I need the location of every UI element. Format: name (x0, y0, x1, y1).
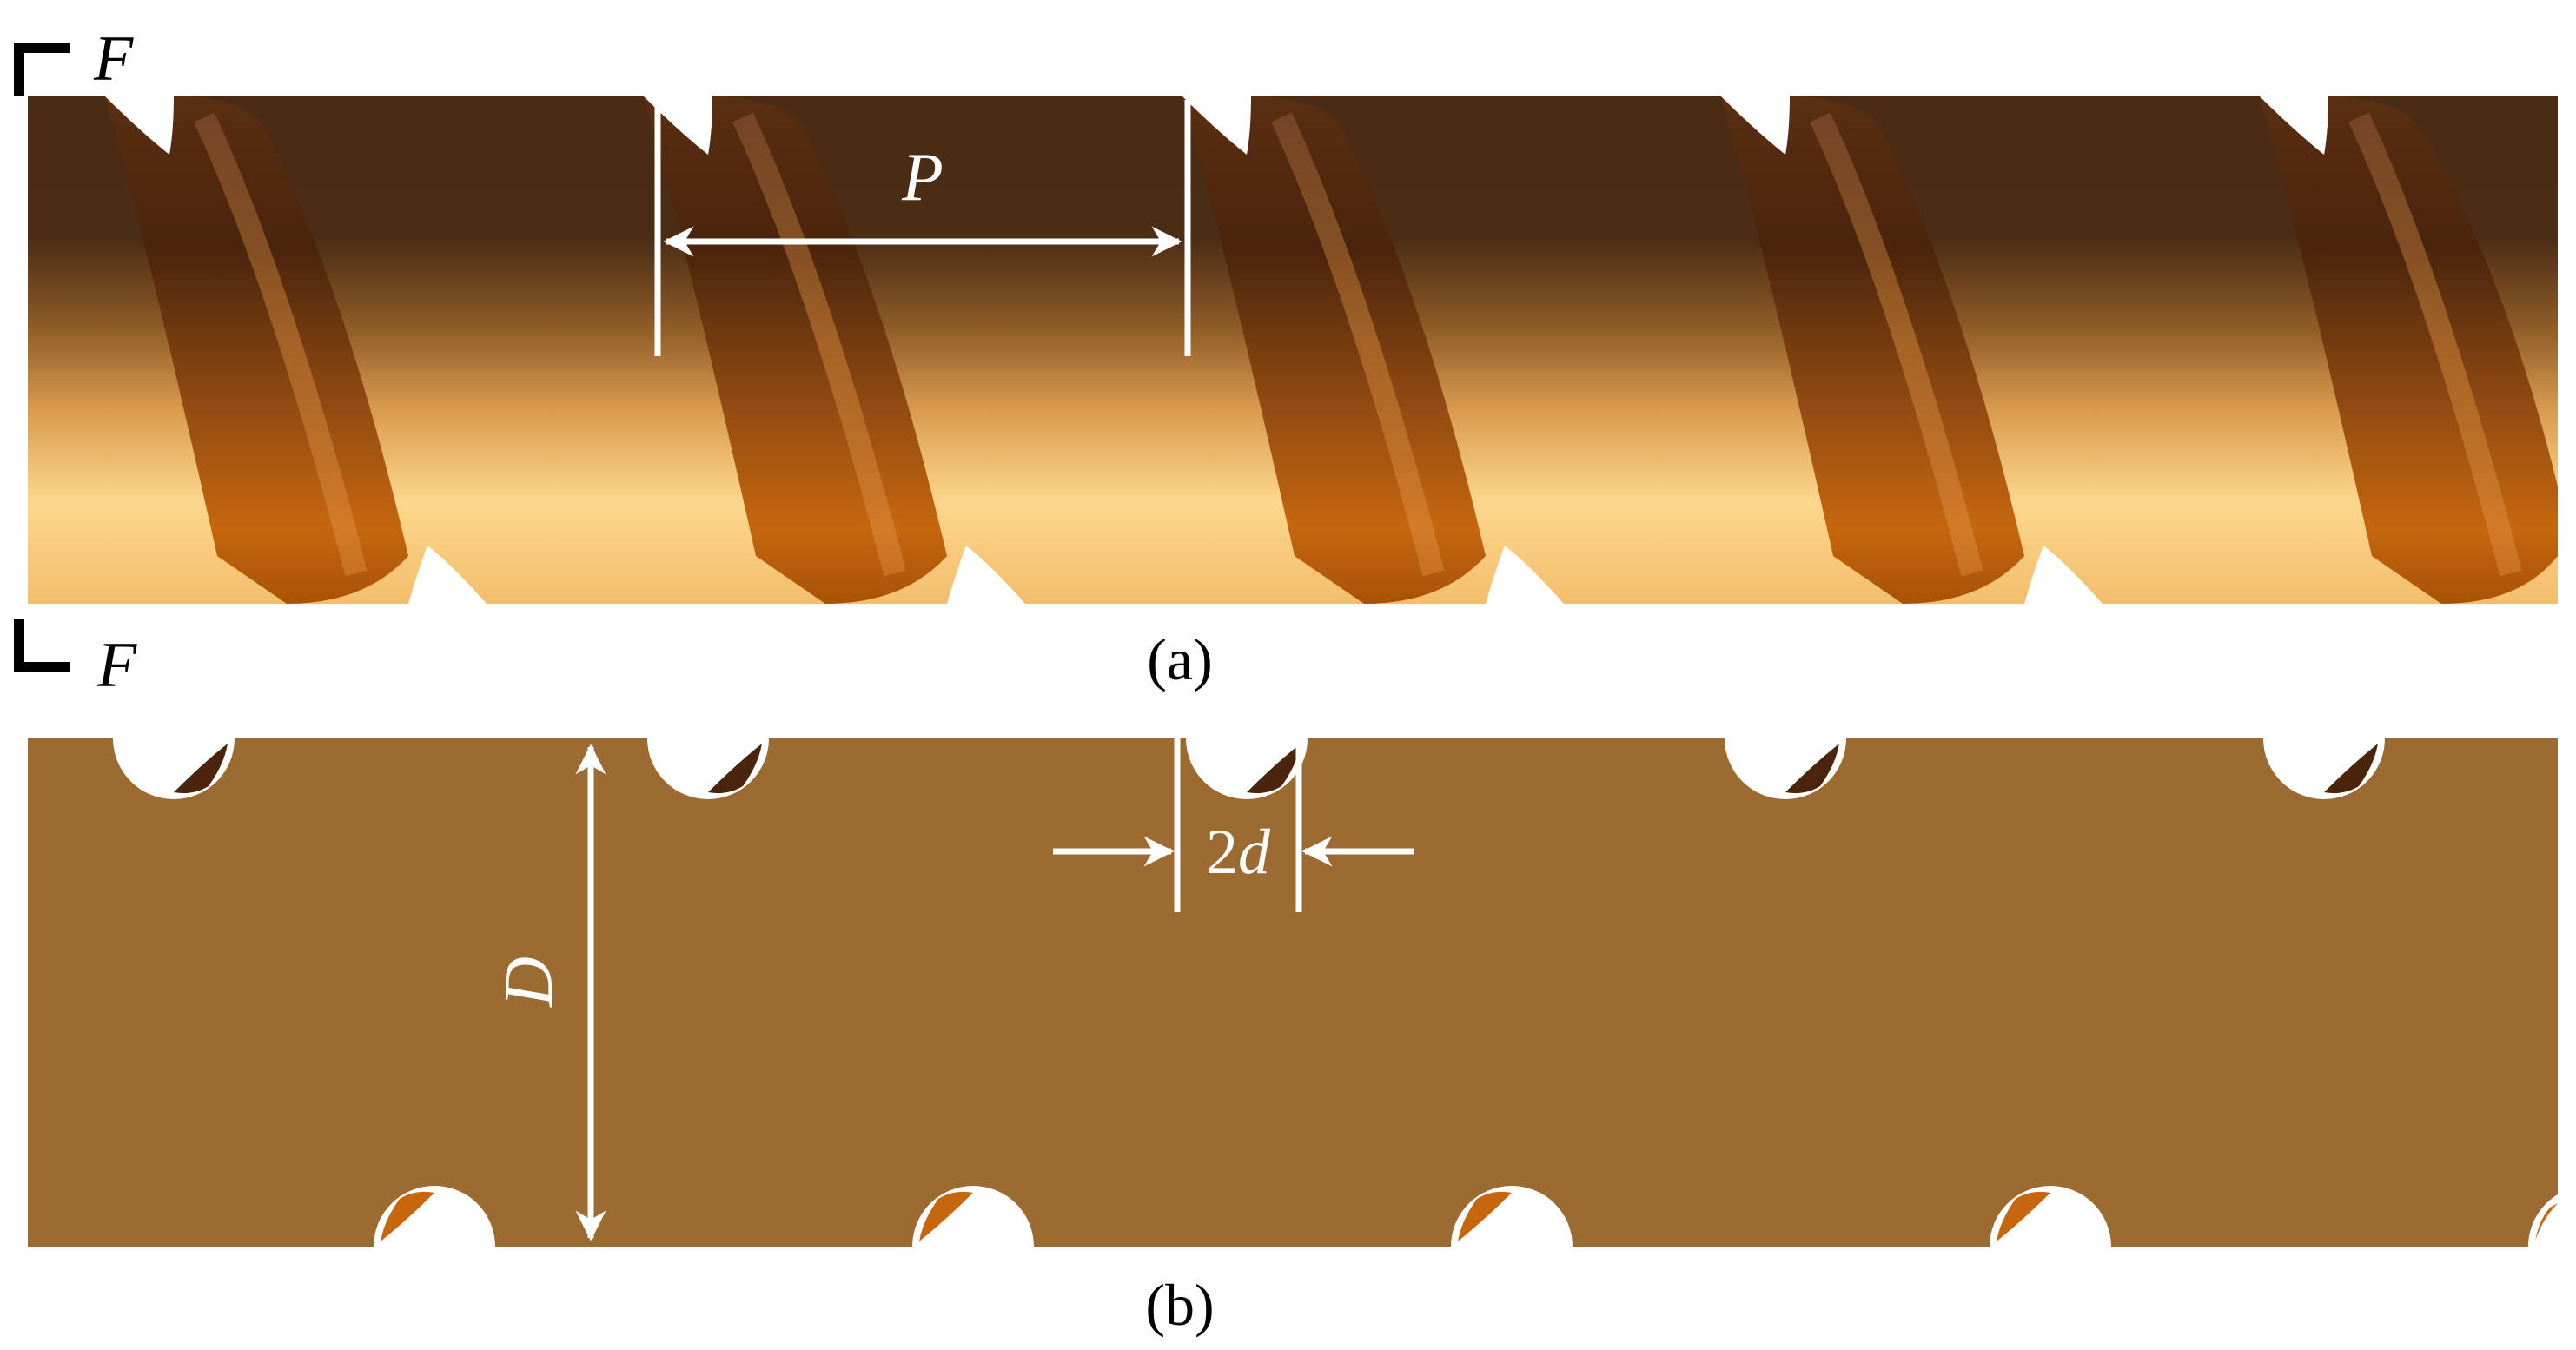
coil-rib (104, 96, 408, 604)
top-grooves (113, 738, 2385, 799)
section-body (28, 738, 2558, 1247)
bottom-edge-notches (408, 546, 2103, 604)
coil-rib (1182, 96, 1486, 604)
panel-a: F (14, 23, 2558, 692)
coil-rib (643, 96, 947, 604)
coil-rib (1720, 96, 2024, 604)
groove-top (1186, 738, 1308, 799)
caption-a: (a) (1147, 626, 1212, 692)
groove-bottom (374, 1186, 495, 1247)
groove-bottom (1990, 1186, 2111, 1247)
helical-ribs (104, 96, 2558, 604)
pitch-dimension (654, 100, 1191, 356)
groove-top (2263, 738, 2385, 799)
section-marker-bottom: F (14, 619, 137, 701)
groove-bottom (2528, 1194, 2558, 1247)
caption-b: (b) (1145, 1272, 1214, 1338)
groove-width-label-num: 2 (1206, 817, 1238, 888)
groove-top (1725, 738, 1846, 799)
panel-b: F (14, 619, 2558, 1338)
coil-rib (2259, 96, 2558, 604)
groove-bottom (1451, 1186, 1573, 1247)
bottom-grooves (374, 1186, 2558, 1247)
groove-width-label-var: d (1238, 817, 1271, 888)
groove-top (113, 738, 235, 799)
diameter-label: D (491, 956, 567, 1008)
section-label-a: F (93, 23, 134, 95)
section-label-b: F (96, 630, 137, 701)
groove-top (647, 738, 769, 799)
groove-width-label: 2d (1206, 817, 1271, 888)
section-marker-top: F (14, 23, 134, 96)
groove-width-dimension (1053, 737, 1414, 912)
pitch-label: P (901, 139, 944, 215)
groove-bottom (912, 1186, 1034, 1247)
